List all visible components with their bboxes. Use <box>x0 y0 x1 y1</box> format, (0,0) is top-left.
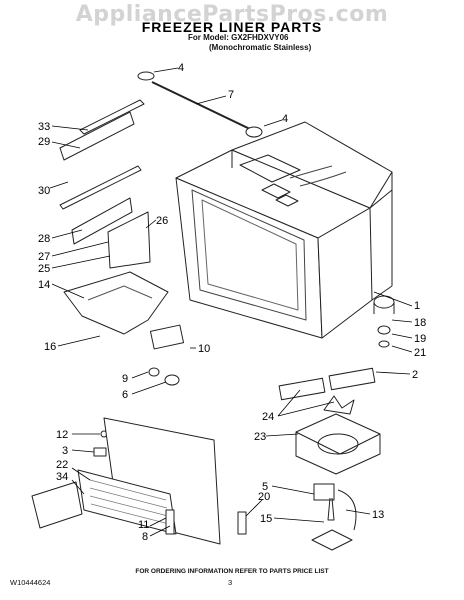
page-number: 3 <box>228 578 233 587</box>
drawer-cover <box>63 271 169 335</box>
callout-18: 18 <box>414 317 426 329</box>
callout-15: 15 <box>260 513 272 525</box>
callout-7: 7 <box>228 89 234 101</box>
callout-30: 30 <box>38 185 50 197</box>
shelf-rod <box>151 81 253 131</box>
callout-4: 4 <box>282 113 288 125</box>
callout-10: 10 <box>198 343 210 355</box>
callout-33: 33 <box>38 121 50 133</box>
callout-29: 29 <box>38 136 50 148</box>
callout-24: 24 <box>262 411 274 423</box>
callout-5: 5 <box>262 481 268 493</box>
callout-12: 12 <box>56 429 68 441</box>
callout-22: 22 <box>56 459 68 471</box>
small-hardware <box>93 71 263 457</box>
callout-16: 16 <box>44 341 56 353</box>
document-number: W10444624 <box>10 578 51 587</box>
callout-34: 34 <box>56 471 68 483</box>
callout-14: 14 <box>38 279 50 291</box>
slide-assemblies <box>59 111 151 269</box>
callout-23: 23 <box>254 431 266 443</box>
callout-28: 28 <box>38 233 50 245</box>
callout-9: 9 <box>122 373 128 385</box>
variant-line: (Monochromatic Stainless) <box>209 43 312 52</box>
callout-numbers: 4 7 4 33 29 30 26 28 27 25 14 16 10 1 18… <box>38 62 426 543</box>
leader-lines <box>49 67 413 537</box>
freezer-liner-tub <box>175 121 393 339</box>
callout-8: 8 <box>142 531 148 543</box>
callout-26: 26 <box>156 215 168 227</box>
model-line: For Model: GX2FHDXVY06 <box>188 33 289 42</box>
callout-3: 3 <box>62 445 68 457</box>
callout-20: 20 <box>258 491 270 503</box>
callout-13: 13 <box>372 509 384 521</box>
callout-21: 21 <box>414 347 426 359</box>
drawer-rail-left <box>59 99 145 210</box>
callout-2: 2 <box>412 369 418 381</box>
fan-housing <box>278 295 395 551</box>
ordering-footer: FOR ORDERING INFORMATION REFER TO PARTS … <box>135 568 329 575</box>
callout-19: 19 <box>414 333 426 345</box>
callout-4: 4 <box>178 62 184 74</box>
watermark: AppliancePartsPros.com <box>75 2 389 27</box>
callout-1: 1 <box>414 300 420 312</box>
diagram-title: FREEZER LINER PARTS <box>141 19 323 35</box>
evaporator-cover-panel <box>31 417 247 545</box>
callout-6: 6 <box>122 389 128 401</box>
callout-27: 27 <box>38 251 50 263</box>
callout-25: 25 <box>38 263 50 275</box>
callout-11: 11 <box>138 519 149 531</box>
